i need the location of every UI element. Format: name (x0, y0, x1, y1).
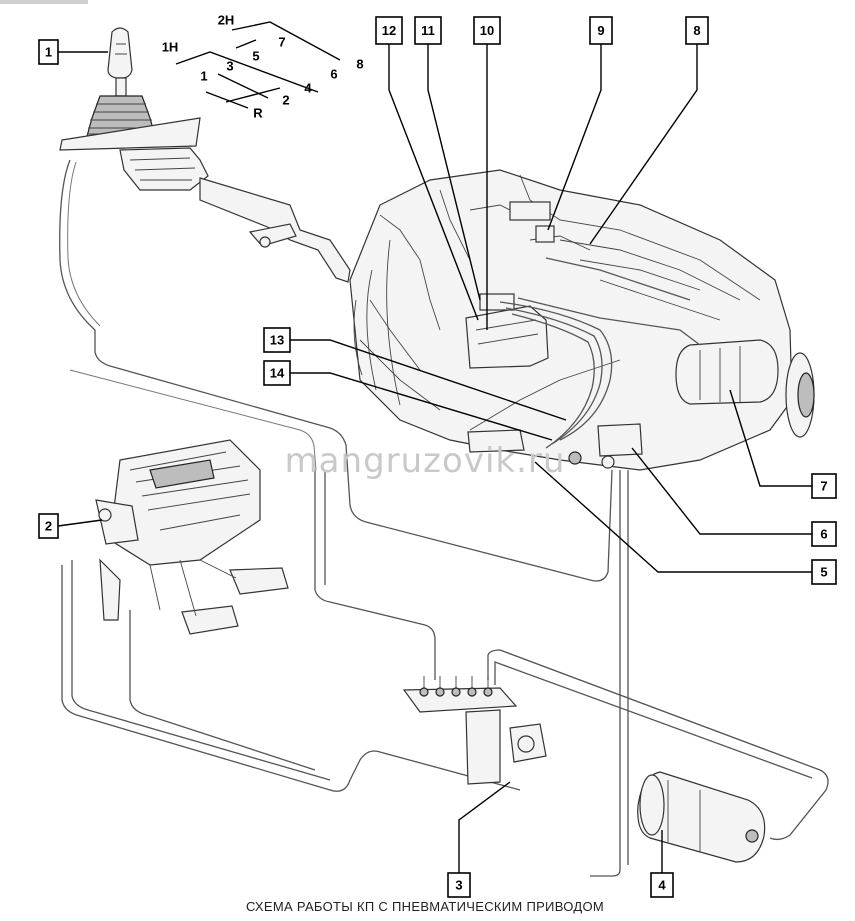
callout-14: 14 (263, 360, 291, 386)
callout-label-14: 14 (270, 366, 285, 381)
shift-pattern: 2H 1H 7 5 3 1 8 6 4 2 R (162, 13, 364, 121)
gear-label-3: 3 (226, 59, 233, 74)
air-pipes (59, 159, 829, 877)
callout-13: 13 (263, 327, 291, 353)
top-edge-bar (0, 0, 88, 4)
watermark: mangruzovik.ru (285, 441, 566, 481)
gear-label-5: 5 (252, 49, 259, 64)
gear-label-8: 8 (356, 57, 363, 72)
callout-label-11: 11 (421, 23, 435, 38)
gear-label-4: 4 (304, 81, 312, 96)
air-tank (637, 771, 766, 863)
callout-3: 3 (447, 872, 471, 898)
callout-label-6: 6 (820, 527, 827, 542)
callout-label-4: 4 (658, 878, 666, 893)
callout-4: 4 (650, 872, 674, 898)
callout-8: 8 (685, 16, 709, 45)
callout-7: 7 (811, 473, 837, 499)
pedal-assembly (95, 439, 289, 635)
gear-label-1: 1 (200, 69, 207, 84)
diagram-caption: СХЕМА РАБОТЫ КП С ПНЕВМАТИЧЕСКИМ ПРИВОДО… (246, 899, 604, 914)
callout-12: 12 (375, 16, 403, 45)
callout-leaders (57, 44, 812, 876)
callout-label-9: 9 (597, 23, 604, 38)
callout-9: 9 (589, 16, 613, 45)
gear-label-2: 2 (282, 93, 289, 108)
callout-10: 10 (473, 16, 501, 45)
gearbox-body (349, 169, 815, 471)
callout-2: 2 (38, 513, 59, 539)
callout-label-10: 10 (480, 23, 494, 38)
callout-11: 11 (414, 16, 442, 45)
callout-label-7: 7 (820, 479, 827, 494)
callout-1: 1 (38, 39, 59, 65)
range-label-2h: 2H (218, 13, 235, 28)
gear-lever-assembly (59, 27, 351, 283)
gear-label-r: R (253, 106, 263, 121)
callout-label-13: 13 (270, 333, 284, 348)
callout-label-2: 2 (45, 519, 52, 534)
callout-label-3: 3 (455, 878, 462, 893)
callout-label-12: 12 (382, 23, 396, 38)
distributor-block (402, 676, 547, 785)
gear-label-6: 6 (330, 67, 337, 82)
gear-label-7: 7 (278, 35, 285, 50)
callout-6: 6 (811, 521, 837, 547)
callout-label-8: 8 (693, 23, 700, 38)
callout-label-5: 5 (820, 565, 827, 580)
callout-5: 5 (811, 559, 837, 585)
range-label-1h: 1H (162, 40, 179, 55)
callout-label-1: 1 (45, 45, 52, 60)
